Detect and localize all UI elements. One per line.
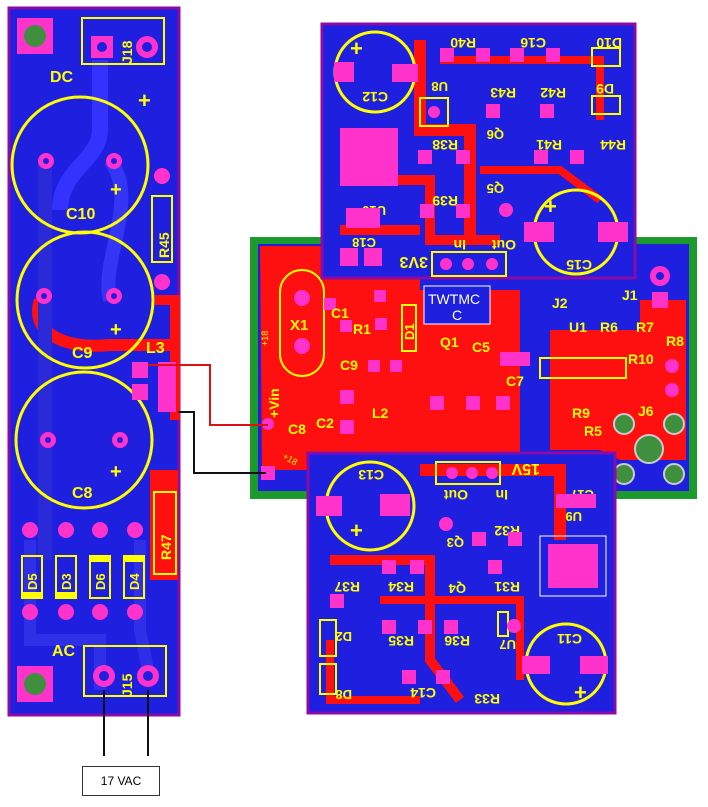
- left-power-board: J18 DC + C10 + C9 + C8 + R45 L3 R47: [7, 6, 181, 717]
- regulator-15v-board: 15V In Out + C13 C17 U9 R32 Q3 R37 R34 R…: [306, 451, 617, 715]
- label-c9-left: C9: [72, 345, 93, 362]
- label-r9: R9: [572, 405, 590, 421]
- label-c9-main: C9: [340, 357, 358, 373]
- label-r42: R42: [540, 85, 566, 101]
- label-c2: C2: [316, 415, 334, 431]
- label-d8: D8: [335, 687, 352, 702]
- label-d4: D4: [127, 573, 142, 590]
- label-r7: R7: [636, 319, 654, 335]
- label-c13: C13: [358, 467, 384, 483]
- label-r37: R37: [334, 579, 360, 595]
- label-plus18-a: +18: [260, 331, 270, 346]
- label-r38: R38: [432, 137, 458, 153]
- label-x1: X1: [290, 317, 308, 334]
- label-r41: R41: [536, 137, 562, 153]
- label-c16: C16: [520, 35, 546, 51]
- label-d1: D1: [402, 323, 417, 340]
- label-15v-in: In: [496, 487, 508, 503]
- label-j1: J1: [622, 287, 638, 303]
- svg-text:+: +: [574, 680, 587, 705]
- label-u9: U9: [565, 509, 582, 524]
- svg-text:+: +: [110, 179, 122, 201]
- plus-dc: +: [138, 88, 151, 113]
- label-3v3-in: In: [454, 237, 466, 253]
- label-j2: J2: [552, 295, 568, 311]
- label-r40: R40: [450, 35, 476, 51]
- label-d5: D5: [25, 573, 40, 590]
- label-j18: J18: [119, 40, 135, 64]
- label-r39: R39: [432, 193, 458, 209]
- input-voltage-caption: 17 VAC: [82, 766, 160, 796]
- label-d9: D9: [596, 81, 614, 97]
- label-r44: R44: [600, 137, 626, 153]
- label-c11: C11: [557, 631, 582, 647]
- label-q4: Q4: [448, 581, 466, 596]
- label-c7: C7: [506, 373, 524, 389]
- label-r6: R6: [600, 319, 618, 335]
- label-u8: U8: [431, 79, 448, 94]
- label-c18: C18: [352, 235, 376, 250]
- label-j15: J15: [119, 673, 135, 697]
- label-15v-title: 15V: [511, 460, 540, 477]
- label-u7: U7: [499, 637, 516, 652]
- label-c15: C15: [566, 257, 592, 273]
- label-q3: Q3: [447, 535, 464, 550]
- chip-text-2: C: [452, 307, 462, 323]
- label-c8-main: C8: [288, 421, 306, 437]
- interconnect-wires: [103, 364, 268, 756]
- label-15v-out: Out: [444, 487, 468, 503]
- label-r10: R10: [628, 351, 654, 367]
- label-l2: L2: [372, 405, 389, 421]
- label-j6: J6: [638, 403, 654, 419]
- label-d2: D2: [335, 629, 352, 644]
- label-r8: R8: [666, 333, 684, 349]
- label-c8-left: C8: [72, 485, 93, 502]
- label-q5: Q5: [487, 181, 504, 196]
- label-r45: R45: [156, 232, 172, 258]
- label-r31: R31: [494, 579, 520, 595]
- label-d6: D6: [93, 573, 108, 590]
- svg-text:+: +: [544, 194, 557, 219]
- regulator-3v3-board: + C12 R40 C16 D10 U8 R43 R42 D9 Q6 R38 R…: [320, 22, 637, 280]
- label-r47: R47: [158, 534, 174, 560]
- label-3v3-out: Out: [492, 237, 516, 253]
- svg-text:+: +: [350, 518, 363, 543]
- label-ac: AC: [52, 643, 76, 660]
- label-r5: R5: [584, 423, 602, 439]
- label-r43: R43: [490, 85, 516, 101]
- svg-text:+: +: [110, 319, 122, 341]
- label-c5: C5: [472, 339, 490, 355]
- svg-text:+: +: [110, 461, 122, 483]
- label-c10: C10: [66, 206, 95, 223]
- label-l3: L3: [146, 340, 165, 357]
- chip-text: TWTMC: [428, 291, 480, 307]
- label-c1: C1: [331, 305, 349, 321]
- label-3v3-title: 3V3: [399, 253, 428, 270]
- svg-text:+: +: [350, 36, 363, 61]
- label-c14: C14: [410, 685, 436, 701]
- label-u1: U1: [569, 319, 587, 335]
- label-r34: R34: [388, 579, 414, 595]
- label-d3: D3: [59, 573, 74, 590]
- label-q1: Q1: [440, 334, 459, 350]
- label-vin: +Vin: [266, 388, 282, 418]
- label-q6: Q6: [487, 127, 504, 142]
- label-c12: C12: [362, 89, 388, 105]
- label-r35: R35: [388, 633, 414, 649]
- label-r1: R1: [353, 321, 371, 337]
- label-r33: R33: [474, 691, 500, 707]
- label-dc: DC: [50, 69, 74, 86]
- label-r36: R36: [444, 633, 470, 649]
